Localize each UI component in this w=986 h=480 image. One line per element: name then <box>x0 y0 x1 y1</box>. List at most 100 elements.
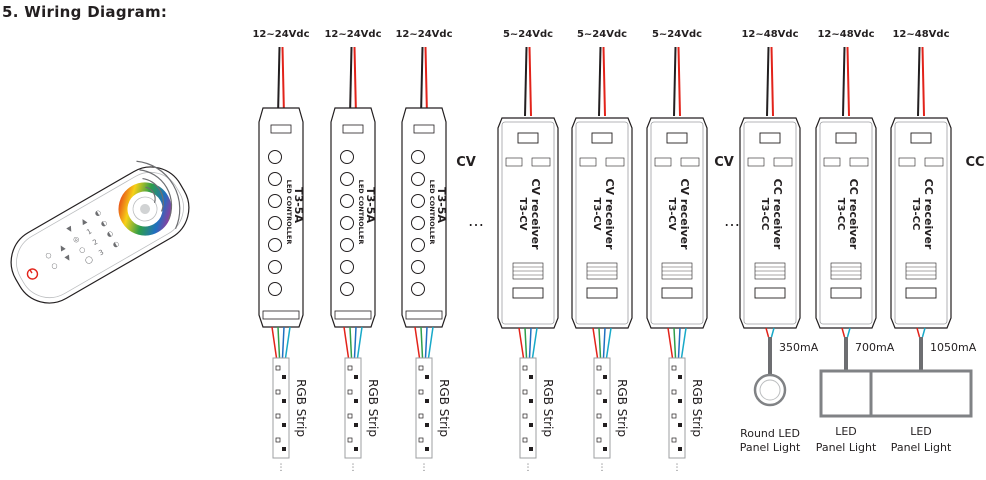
led-chip-icon <box>596 437 602 443</box>
output-terminal <box>334 310 372 320</box>
supply-voltage-label: 5~24Vdc <box>652 29 702 40</box>
led-chip-icon <box>522 365 528 371</box>
input-wire-black <box>524 46 528 117</box>
svg-text:▼: ▼ <box>64 253 73 263</box>
device-model-label: CV receiver <box>529 178 542 250</box>
led-chip-icon <box>282 447 286 451</box>
output-wire <box>531 327 538 359</box>
input-wire-red <box>846 46 850 117</box>
indicator-label-box <box>605 157 625 167</box>
led-chip-icon <box>671 413 677 419</box>
output-wire <box>846 327 851 338</box>
indicator-label-box <box>823 157 841 167</box>
svg-text:○: ○ <box>50 261 59 271</box>
power-button-icon <box>26 268 39 280</box>
indicator-label-box <box>747 157 765 167</box>
strip-continuation-icon: ⋮ <box>349 463 358 473</box>
round-panel-light-icon <box>759 379 781 401</box>
input-wire-red <box>677 46 681 117</box>
load-label: RGB Strip <box>541 379 555 437</box>
led-chip-icon <box>671 437 677 443</box>
led-chip-icon <box>354 447 358 451</box>
led-chip-icon <box>347 413 353 419</box>
load-label-line1: Round LED <box>740 427 800 440</box>
device-sub-label: T3-CC <box>910 198 921 231</box>
input-wire-black <box>349 46 353 117</box>
ellipsis-separator: … <box>724 211 740 230</box>
led-chip-icon <box>603 399 607 403</box>
led-chip-icon <box>678 423 682 427</box>
output-current-label: 700mA <box>855 341 895 354</box>
device-model-label: T3-5A <box>364 187 377 223</box>
led-chip-icon <box>282 423 286 427</box>
input-terminal <box>591 132 613 144</box>
load-label: RGB Strip <box>690 379 704 437</box>
output-wire <box>916 327 921 338</box>
output-wire <box>284 326 291 359</box>
led-chip-icon <box>347 437 353 443</box>
output-wire <box>921 327 926 338</box>
led-chip-icon <box>522 437 528 443</box>
output-wire <box>427 326 434 359</box>
output-wire <box>414 326 421 359</box>
led-chip-icon <box>347 365 353 371</box>
input-terminal <box>835 132 857 144</box>
input-terminal <box>413 124 435 134</box>
input-terminal <box>759 132 781 144</box>
led-chip-icon <box>347 389 353 395</box>
rect-panel-light-icon <box>869 369 973 418</box>
indicator-label-box <box>654 157 672 167</box>
led-button-icon <box>268 172 282 186</box>
led-chip-icon <box>354 399 358 403</box>
page-title: 5. Wiring Diagram: <box>2 3 168 21</box>
output-wire <box>518 327 525 359</box>
led-button-icon <box>340 194 354 208</box>
led-button-icon <box>411 216 425 230</box>
svg-text:◐: ◐ <box>93 208 102 218</box>
led-chip-icon <box>529 399 533 403</box>
strip-continuation-icon: ⋮ <box>524 463 533 473</box>
input-wire-black <box>420 46 424 117</box>
strip-continuation-icon: ⋮ <box>420 463 429 473</box>
output-wire <box>356 326 363 359</box>
output-wire <box>841 327 846 338</box>
output-wire <box>677 327 681 359</box>
input-terminal <box>270 124 292 134</box>
svg-text:◎: ◎ <box>71 235 80 245</box>
output-wire <box>592 327 599 359</box>
indicator-label-box <box>680 157 700 167</box>
round-panel-light-icon <box>753 373 787 407</box>
led-chip-icon <box>418 437 424 443</box>
output-wire <box>770 327 775 338</box>
output-wire <box>667 327 674 359</box>
input-wire-red <box>921 46 925 117</box>
led-chip-icon <box>418 365 424 371</box>
load-label-line2: Panel Light <box>891 441 952 454</box>
indicator-label-box <box>505 157 523 167</box>
device-sub-label: T3-CV <box>591 197 602 230</box>
output-wire <box>420 326 424 359</box>
svg-text:▲: ▲ <box>79 216 88 226</box>
mode-label-cc: CC <box>965 155 984 170</box>
device-model-label: T3-5A <box>292 187 305 223</box>
led-chip-icon <box>418 413 424 419</box>
rgb-strip <box>344 357 362 459</box>
led-chip-icon <box>603 423 607 427</box>
svg-text:○: ○ <box>77 245 86 255</box>
led-chip-icon <box>522 413 528 419</box>
input-terminal <box>342 124 364 134</box>
led-chip-icon <box>282 399 286 403</box>
led-button-icon <box>340 216 354 230</box>
load-label-line2: Panel Light <box>816 441 877 454</box>
led-chip-icon <box>354 375 358 379</box>
led-chip-icon <box>522 389 528 395</box>
supply-voltage-label: 12~24Vdc <box>324 29 381 40</box>
load-label-line1: LED <box>835 425 857 438</box>
input-wire-red <box>281 46 285 117</box>
svg-text:◐: ◐ <box>99 219 108 229</box>
led-button-icon <box>268 216 282 230</box>
receiver-inner-panel <box>575 121 629 325</box>
strip-continuation-icon: ⋮ <box>277 463 286 473</box>
supply-voltage-label: 12~48Vdc <box>741 29 798 40</box>
